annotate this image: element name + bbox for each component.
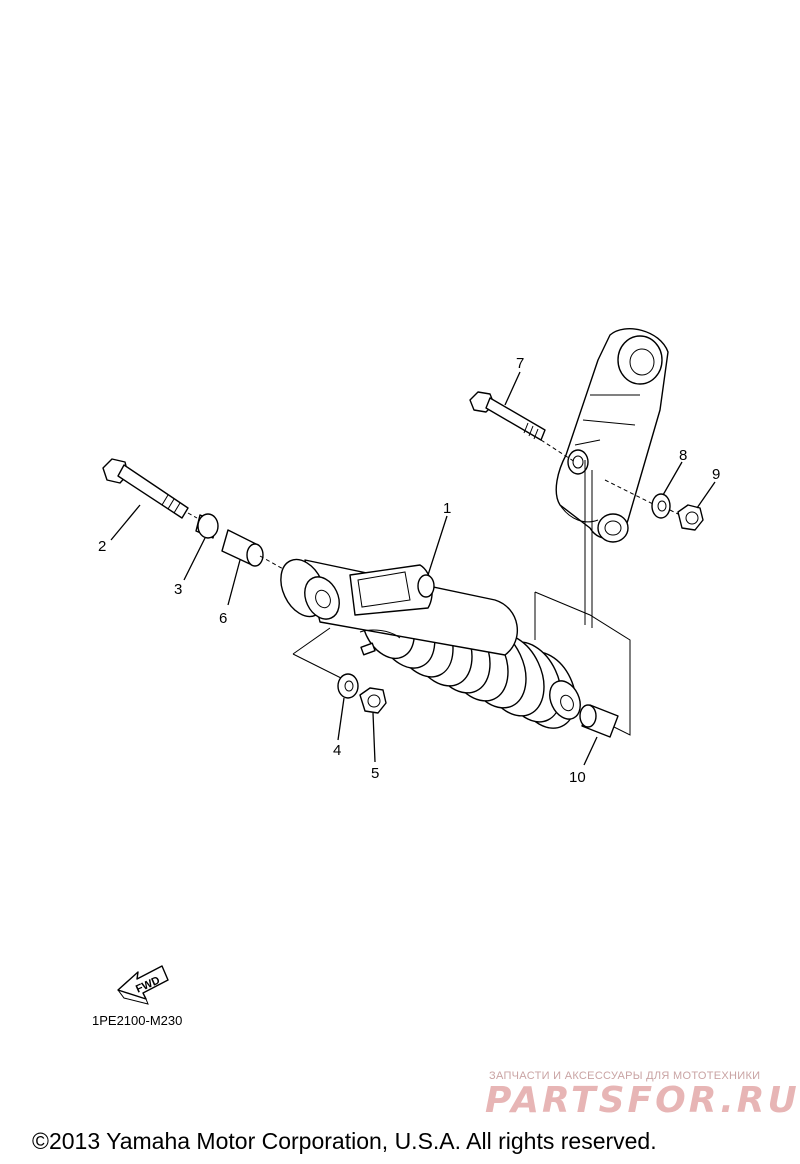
collar-3 <box>195 513 219 539</box>
fwd-arrow-icon: FWD <box>117 965 169 1005</box>
collar-6 <box>221 529 264 567</box>
watermark-logo: PARTSFOR.RU <box>485 1080 800 1121</box>
collar-10 <box>579 704 619 738</box>
leader-lines <box>110 371 716 766</box>
fwd-label: FWD <box>134 974 162 995</box>
callout-3: 3 <box>174 581 182 598</box>
callout-1: 1 <box>443 500 451 517</box>
copyright-notice: ©2013 Yamaha Motor Corporation, U.S.A. A… <box>32 1128 657 1154</box>
nut-5 <box>359 687 387 714</box>
washer-8 <box>651 493 671 519</box>
callout-8: 8 <box>679 447 687 464</box>
bolt-7 <box>469 391 576 463</box>
relay-arm <box>555 328 669 543</box>
callouts: 1 2 3 4 5 6 7 8 9 10 <box>98 355 720 786</box>
washer-4 <box>337 673 359 699</box>
callout-6: 6 <box>219 610 227 627</box>
callout-4: 4 <box>333 742 341 759</box>
callout-5: 5 <box>371 765 379 782</box>
bolt-2 <box>102 458 189 519</box>
callout-10: 10 <box>569 769 586 786</box>
nut-9 <box>677 504 704 531</box>
callout-9: 9 <box>712 466 720 483</box>
shock-absorber <box>280 558 581 729</box>
watermark-subtitle: ЗАПЧАСТИ И АКСЕССУАРЫ ДЛЯ МОТОТЕХНИКИ <box>489 1070 761 1082</box>
callout-7: 7 <box>516 355 524 372</box>
reference-lines <box>292 460 631 736</box>
diagram-code: 1PE2100-M230 <box>92 1013 183 1028</box>
callout-2: 2 <box>98 538 106 555</box>
